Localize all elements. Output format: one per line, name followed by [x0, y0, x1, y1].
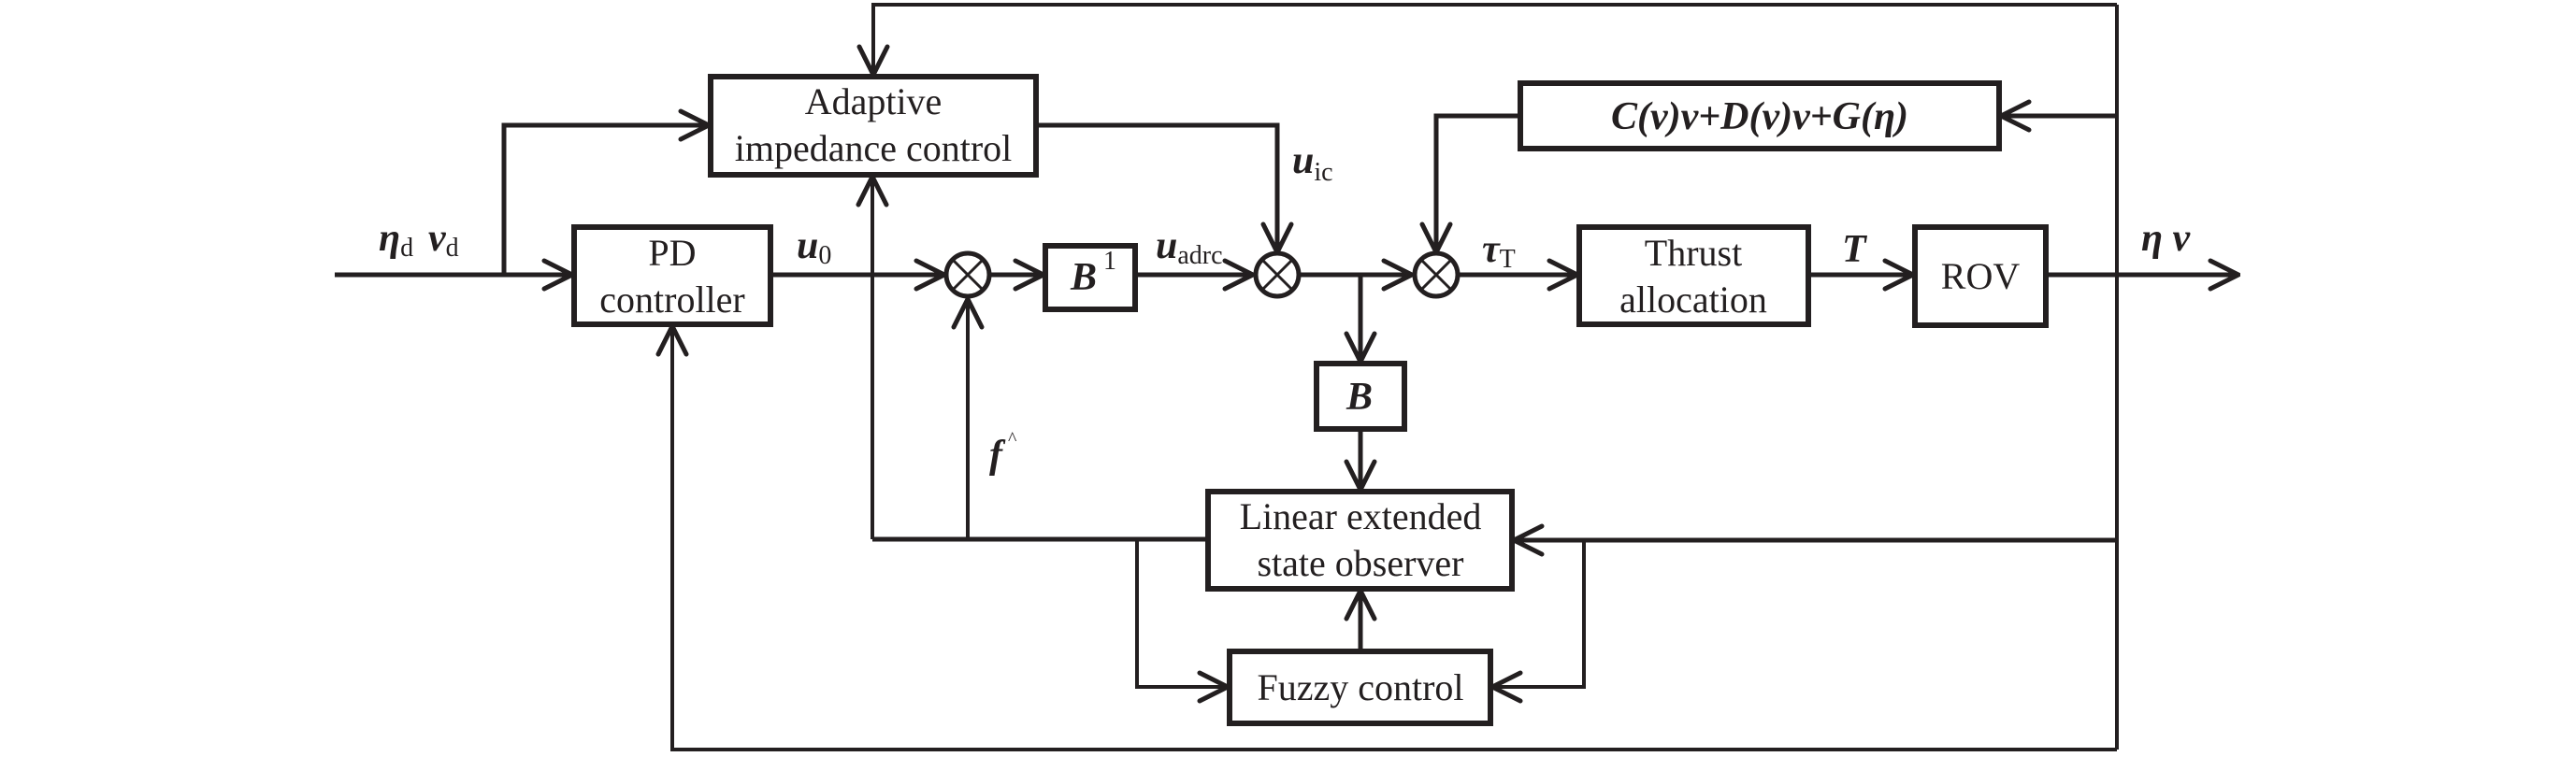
f-hat-label: f ^: [989, 429, 1017, 477]
leso-block: Linear extended state observer: [1205, 489, 1515, 592]
leso-label-1: Linear extended: [1240, 495, 1482, 537]
b-inverse-symbol: B: [1070, 256, 1097, 299]
b-block: B: [1314, 361, 1407, 432]
summing-junction-3: [1412, 250, 1461, 299]
feedback-to-fuzzy-wire: [1492, 540, 1586, 687]
uic-wire: [1036, 122, 1277, 252]
pd-label-2: controller: [599, 279, 745, 321]
fuzzy-label: Fuzzy control: [1257, 666, 1463, 708]
output-label: η v: [2141, 217, 2192, 260]
summing-junction-2: [1253, 250, 1302, 299]
hat-symbol: ^: [1008, 429, 1017, 450]
bottom-feedback-wire: [672, 326, 2117, 751]
fuzzy-control-block: Fuzzy control: [1227, 649, 1493, 726]
pd-controller-block: PD controller: [571, 224, 773, 327]
u0-label: u0: [797, 224, 831, 270]
t-label: T: [1842, 228, 1868, 271]
top-feedback-wire: [873, 3, 2117, 75]
tau-t-label: τT: [1482, 228, 1516, 274]
reference-to-impedance-wire: [501, 125, 709, 275]
thrust-allocation-block: Thrust allocation: [1576, 224, 1811, 327]
u-adrc-label: uadrc: [1156, 224, 1223, 270]
leso-label-2: state observer: [1257, 542, 1463, 584]
adaptive-impedance-label-2: impedance control: [735, 127, 1013, 169]
thrust-label-2: allocation: [1619, 279, 1767, 321]
f-symbol: f: [989, 434, 1006, 477]
rov-block: ROV: [1912, 224, 2049, 328]
dynamics-block: C(v)v+D(v)v+G(η): [1518, 80, 2002, 151]
u-ic-label: uic: [1292, 139, 1333, 187]
thrust-label-1: Thrust: [1645, 232, 1742, 274]
summing-junction-1: [943, 250, 992, 299]
b-inverse-block: B 1: [1043, 243, 1138, 312]
b-inverse-superscript: 1: [1103, 247, 1116, 276]
v-d-symbol: vd: [428, 217, 459, 263]
adaptive-impedance-label-1: Adaptive: [805, 80, 943, 122]
input-signal-label: ηd vd: [379, 217, 459, 263]
adaptive-impedance-block: Adaptive impedance control: [708, 74, 1039, 178]
rov-label: ROV: [1941, 255, 2021, 297]
pd-label-1: PD: [648, 232, 696, 274]
eta-d-symbol: ηd: [379, 217, 413, 263]
dynamics-expression: C(v)v+D(v)v+G(η): [1611, 95, 1908, 138]
dynamics-to-sum3-wire: [1436, 113, 1520, 252]
b-symbol: B: [1346, 376, 1373, 419]
leso-to-fuzzy-wire: [1135, 539, 1228, 687]
